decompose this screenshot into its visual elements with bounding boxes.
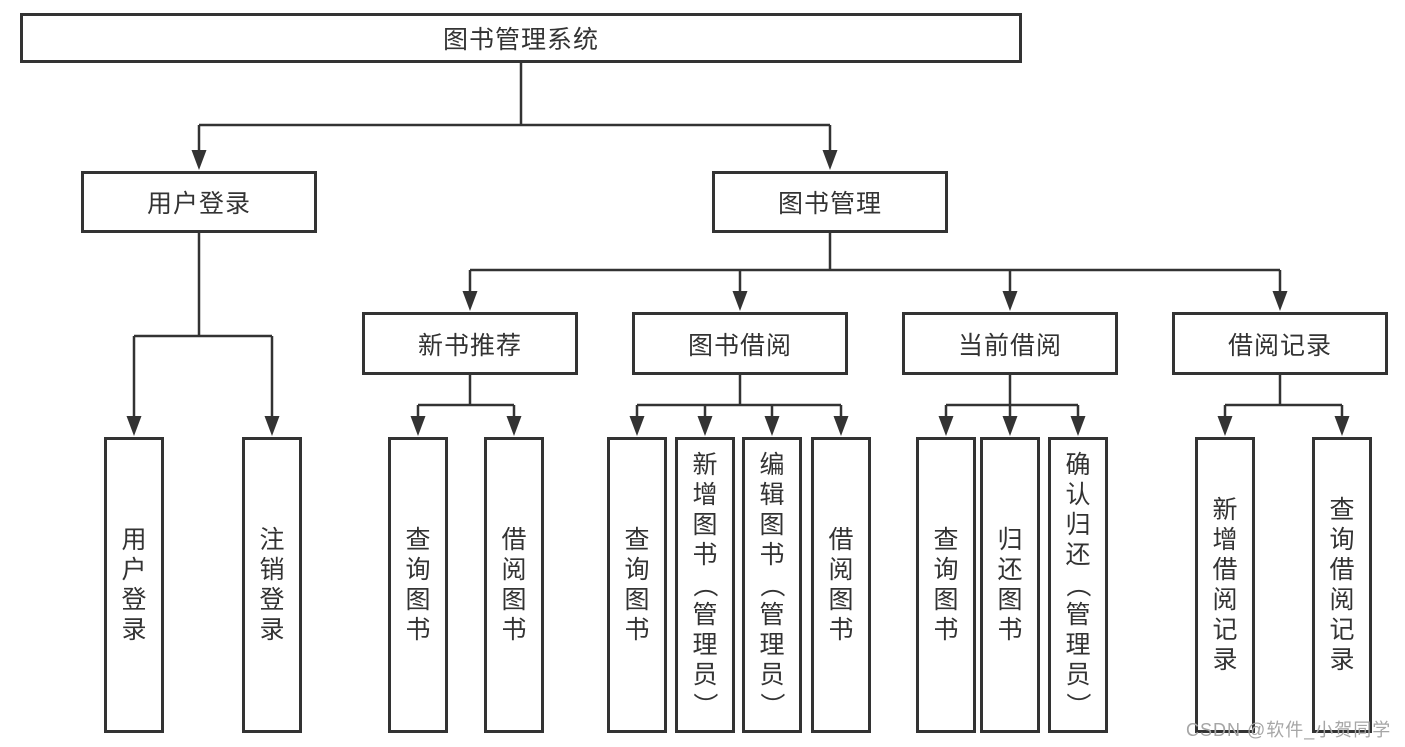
node-new-book-recommend-label: 新书推荐: [417, 331, 522, 360]
node-current-borrow-label: 当前借阅: [957, 331, 1062, 360]
leaf-borrow-query-book-label: 查询图书: [624, 526, 650, 644]
leaf-newbook-query-book-label: 查询图书: [405, 526, 431, 644]
arrowheads: [126, 150, 1350, 436]
leaf-borrow-borrow-book: 借阅图书: [811, 437, 871, 733]
leaf-logout-login: 注销登录: [242, 437, 302, 733]
leaf-borrow-edit-book-admin-label: 编辑图书（管理员）: [757, 451, 786, 718]
node-root-label: 图书管理系统: [442, 26, 599, 54]
node-root-library-system: 图书管理系统: [20, 13, 1022, 63]
node-book-borrow: 图书借阅: [632, 312, 848, 375]
leaf-borrow-query-book: 查询图书: [607, 437, 667, 733]
leaf-borrow-edit-book-admin: 编辑图书（管理员）: [742, 437, 802, 733]
node-current-borrow: 当前借阅: [902, 312, 1118, 375]
leaf-newbook-borrow-book-label: 借阅图书: [501, 526, 527, 644]
leaf-user-login-label: 用户登录: [121, 526, 147, 644]
leaf-current-confirm-return-admin: 确认归还（管理员）: [1048, 437, 1108, 733]
leaf-current-query-book: 查询图书: [916, 437, 976, 733]
leaf-logout-login-label: 注销登录: [259, 526, 285, 644]
leaf-borrow-borrow-book-label: 借阅图书: [828, 526, 854, 644]
leaf-newbook-borrow-book: 借阅图书: [484, 437, 544, 733]
node-new-book-recommend: 新书推荐: [362, 312, 578, 375]
node-book-borrow-label: 图书借阅: [687, 331, 792, 360]
node-user-login: 用户登录: [81, 171, 317, 233]
node-user-login-label: 用户登录: [146, 190, 251, 218]
node-book-management-label: 图书管理: [777, 190, 882, 218]
leaf-user-login: 用户登录: [104, 437, 164, 733]
leaf-records-add-record: 新增借阅记录: [1195, 437, 1255, 733]
leaf-records-query-record-label: 查询借阅记录: [1329, 496, 1355, 674]
leaf-current-query-book-label: 查询图书: [933, 526, 959, 644]
leaf-current-return-book: 归还图书: [980, 437, 1040, 733]
node-borrow-record-label: 借阅记录: [1227, 331, 1332, 360]
leaf-current-return-book-label: 归还图书: [997, 526, 1023, 644]
node-borrow-record: 借阅记录: [1172, 312, 1388, 375]
csdn-watermark: CSDN @软件_小贺同学: [1186, 720, 1392, 740]
leaf-records-query-record: 查询借阅记录: [1312, 437, 1372, 733]
leaf-borrow-add-book-admin: 新增图书（管理员）: [675, 437, 735, 733]
leaf-borrow-add-book-admin-label: 新增图书（管理员）: [690, 451, 719, 718]
leaf-records-add-record-label: 新增借阅记录: [1212, 496, 1238, 674]
leaf-current-confirm-return-admin-label: 确认归还（管理员）: [1063, 451, 1092, 718]
leaf-newbook-query-book: 查询图书: [388, 437, 448, 733]
node-book-management: 图书管理: [712, 171, 948, 233]
